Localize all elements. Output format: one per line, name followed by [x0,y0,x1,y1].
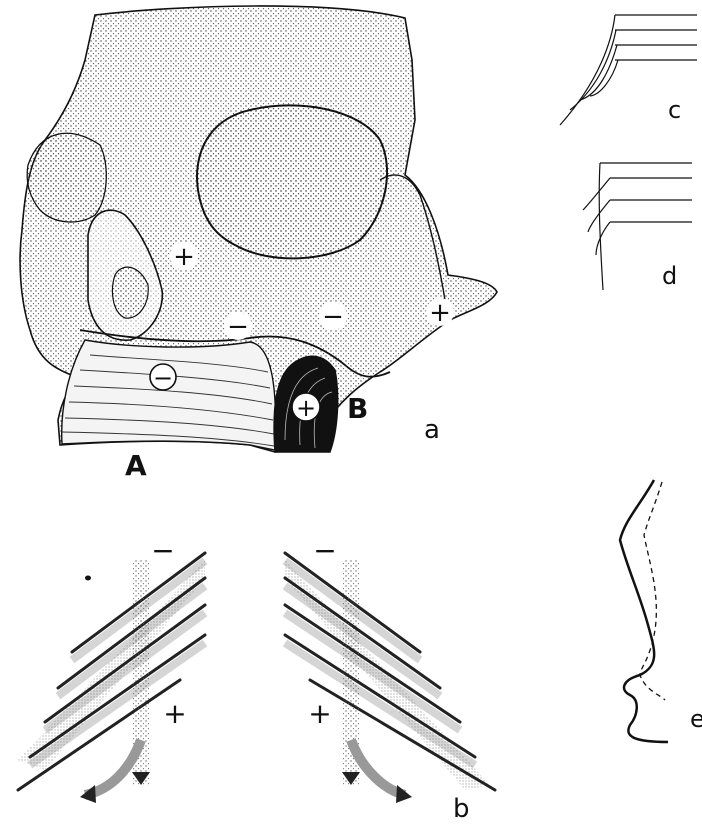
label-panel-b: b [453,794,470,824]
b-right-plus: + [308,697,331,730]
sign-minus-A: − [153,364,173,392]
growth-zone-A [62,340,276,450]
label-point-A: A [125,449,147,482]
panel-d: d [583,163,692,290]
sign-plus-1: + [173,242,195,272]
label-panel-d: d [662,262,677,290]
panel-c: c [560,15,697,125]
sign-plus-2: + [429,298,451,328]
profile-dashed [640,482,665,700]
sign-minus-1: − [227,312,249,342]
panel-b-right: − + [285,534,495,803]
label-panel-c: c [668,96,681,124]
left-plate [27,133,106,222]
panel-b: − + − + b [18,534,495,824]
profile-solid [620,480,668,742]
label-panel-a: a [424,415,440,445]
orbit-region [197,105,387,258]
sign-minus-2: − [322,302,344,332]
panel-e: e [620,480,702,742]
label-panel-e: e [690,705,702,733]
b-left-minus: − [151,534,174,567]
panel-a: + − − + − + A B a [20,6,497,482]
b-left-plus: + [163,697,186,730]
label-point-B: B [347,392,368,425]
b-right-minus: − [313,534,336,567]
sign-plus-B: + [296,394,316,422]
panel-b-left: − + [18,534,205,803]
